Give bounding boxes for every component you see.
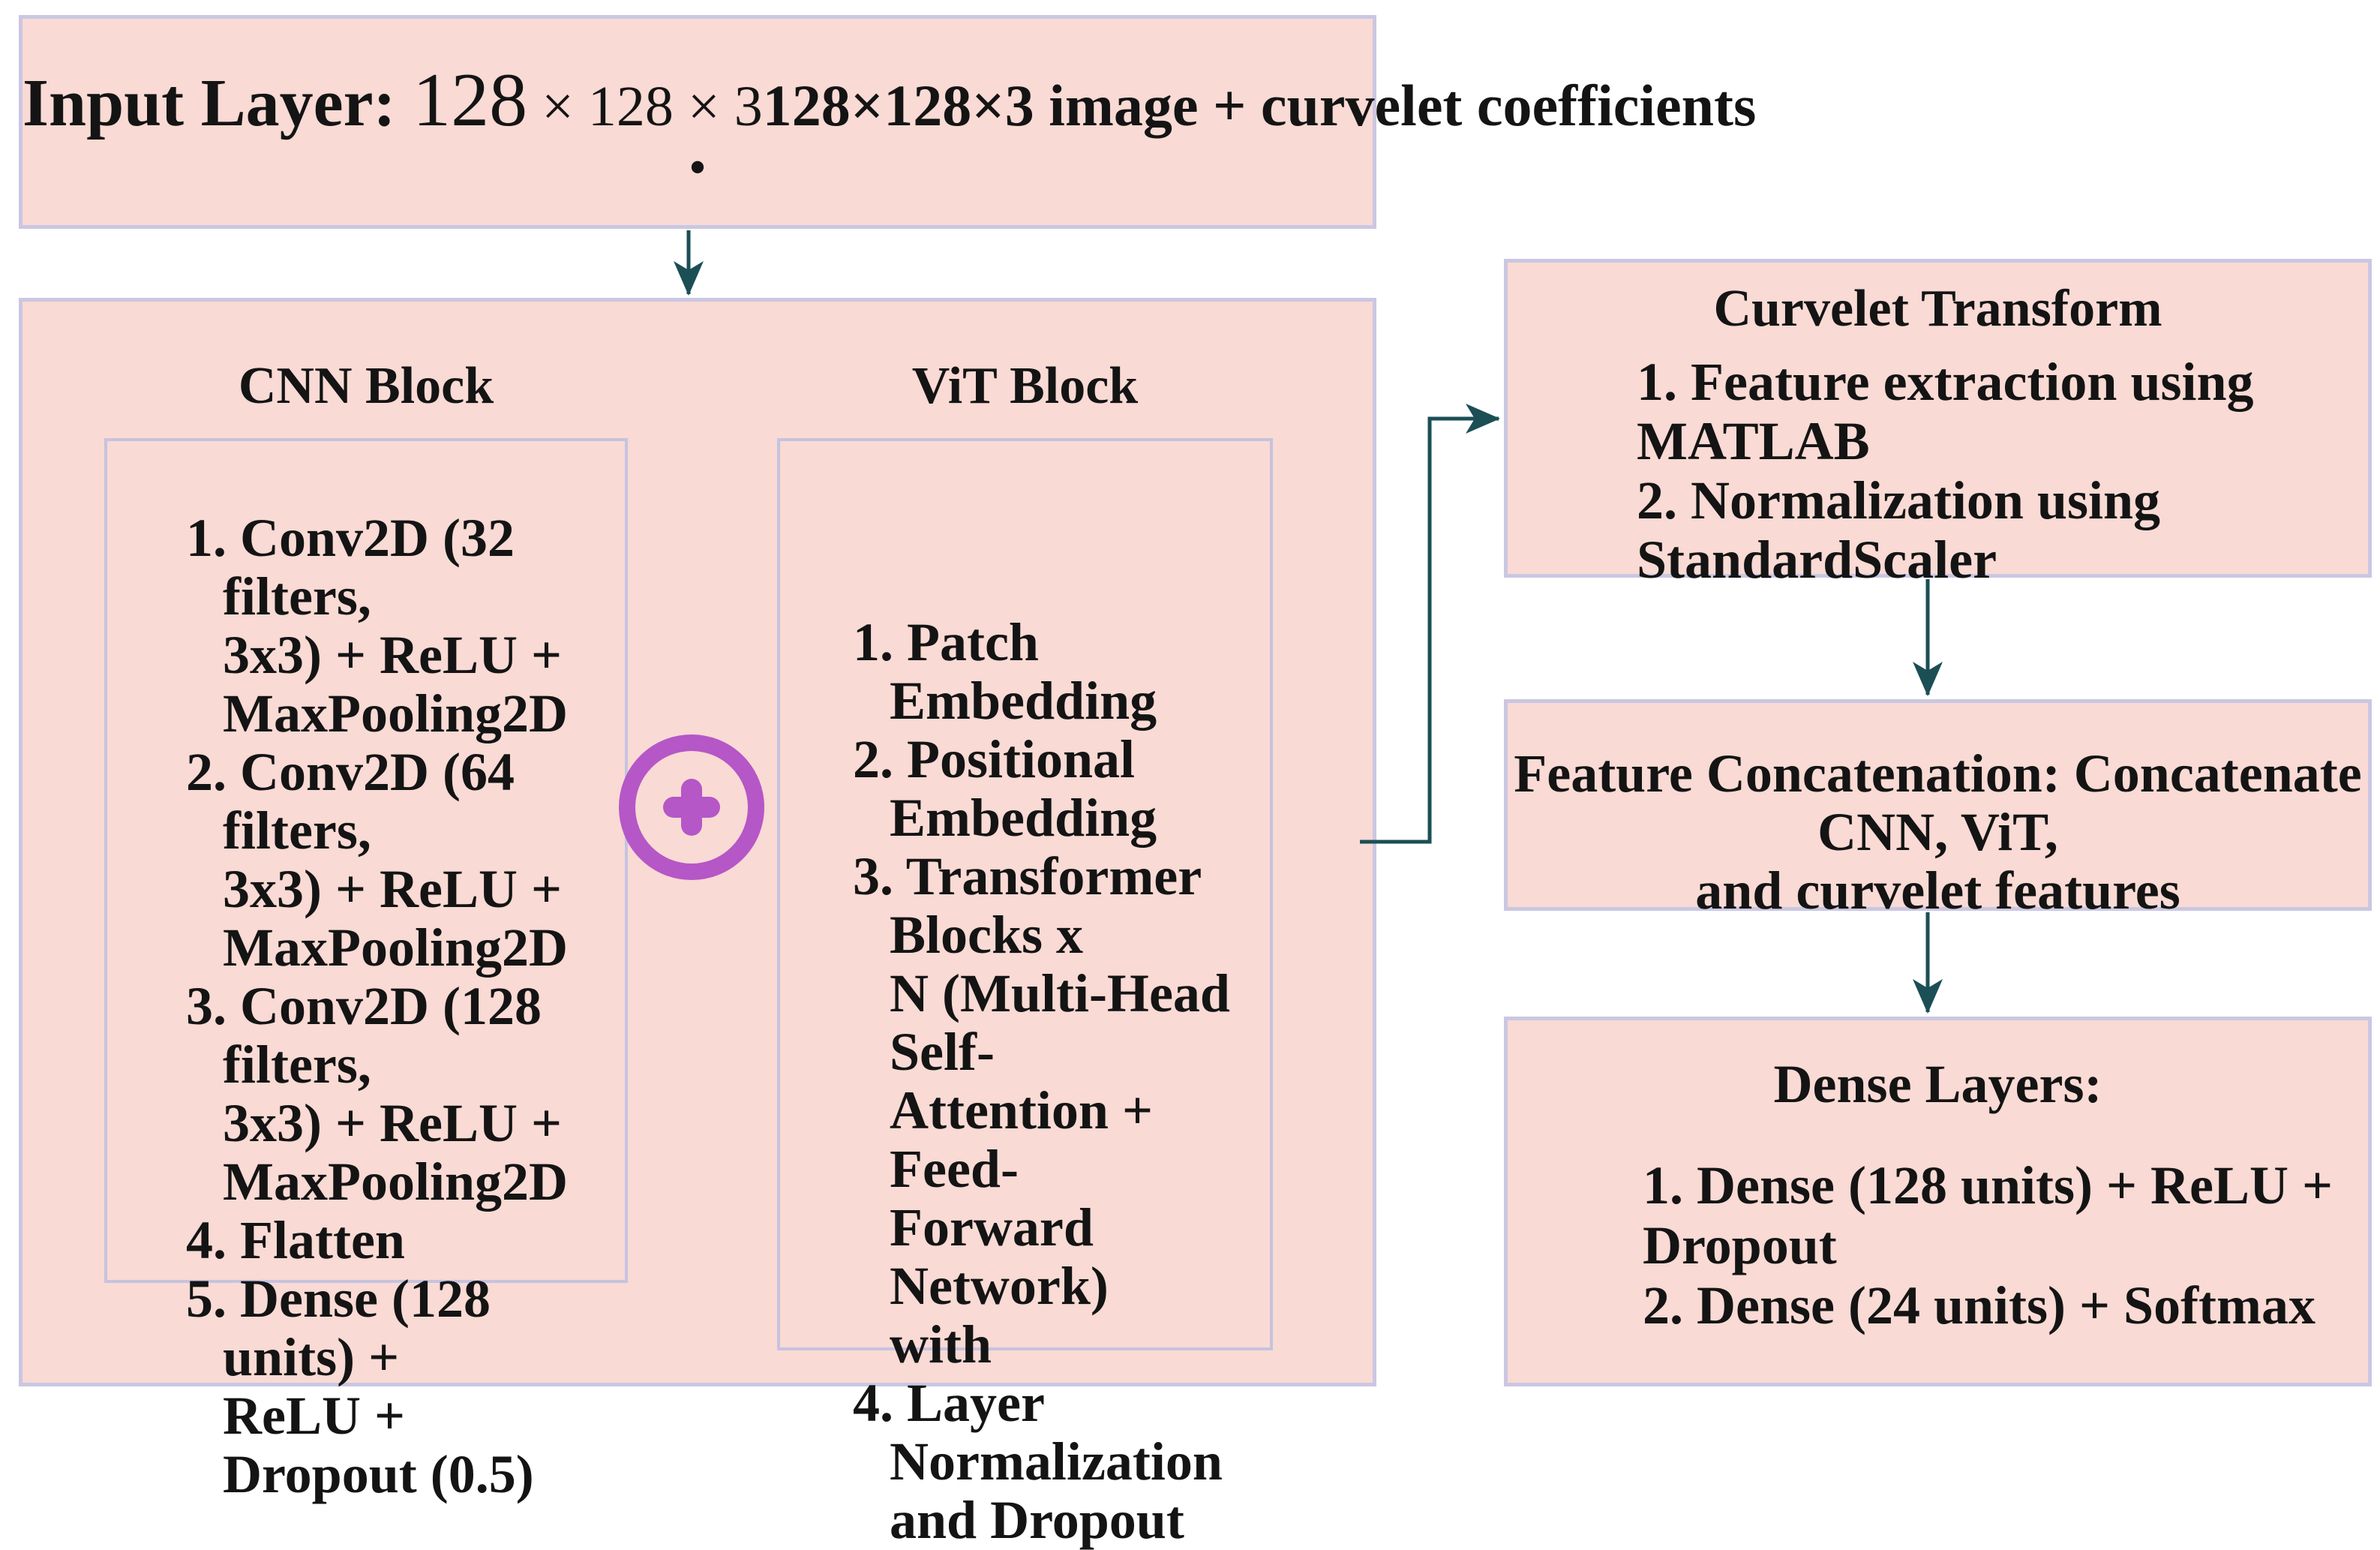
input-layer-box: Input Layer: 128 × 128 × 3128×128×3 imag… (19, 15, 1756, 229)
cnn-layer-list: 1. Conv2D (32 filters, 3x3) + ReLU + Max… (186, 509, 606, 1503)
input-layer-label: Input Layer: (23, 66, 413, 140)
cnn-inner-box (104, 438, 628, 1283)
list-item: 2. Positional Embedding (853, 729, 1157, 848)
curvelet-transform-title: Curvelet Transform (1713, 280, 2162, 338)
input-dim-rest: × 128 × 3 (527, 75, 763, 138)
list-item: 1. Patch Embedding (853, 612, 1157, 731)
list-item: 4. Flatten (186, 1210, 405, 1270)
architecture-diagram: { "colors": { "box_fill": "#f9dad4", "bo… (19, 15, 2372, 1549)
list-item: 5. Dense (128 units) + ReLU + Dropout (0… (186, 1269, 534, 1504)
merge-plus-icon (619, 734, 764, 880)
list-item: 4. Layer Normalization and Dropout (853, 1373, 1223, 1550)
list-item: 3. Conv2D (128 filters, 3x3) + ReLU + Ma… (186, 976, 568, 1212)
vit-inner-box (777, 438, 1273, 1350)
list-item: 2. Normalization using StandardScaler (1637, 470, 2161, 590)
list-item: 2. Dense (24 units) + Softmax (1643, 1275, 2316, 1335)
feature-concatenation-text: Feature Concatenation: Concatenate CNN, … (1514, 743, 2362, 921)
vit-layer-list: 1. Patch Embedding 2. Positional Embeddi… (853, 613, 1273, 1549)
feature-concatenation-box: Feature Concatenation: Concatenate CNN, … (1504, 699, 2372, 920)
vit-block-title: ViT Block (911, 357, 1139, 415)
list-item: 1. Conv2D (32 filters, 3x3) + ReLU + Max… (186, 508, 568, 743)
list-item: 1. Dense (128 units) + ReLU + Dropout (1643, 1155, 2333, 1275)
curvelet-step-list: 1. Feature extraction using MATLAB 2. No… (1637, 353, 2372, 590)
list-item: 1. Feature extraction using MATLAB (1637, 352, 2254, 471)
input-layer-text: Input Layer: 128 × 128 × 3128×128×3 imag… (23, 62, 1756, 140)
input-description: 128×128×3 image + curvelet coefficients (762, 73, 1757, 138)
list-item: 2. Conv2D (64 filters, 3x3) + ReLU + Max… (186, 742, 568, 978)
cnn-block-title: CNN Block (238, 357, 494, 415)
plus-vertical-bar (681, 779, 702, 836)
input-bullet-point: • (689, 143, 706, 192)
dense-layer-list: 1. Dense (128 units) + ReLU + Dropout 2.… (1643, 1155, 2378, 1335)
curvelet-transform-box: Curvelet Transform 1. Feature extraction… (1504, 259, 2372, 590)
arrow-main-to-curvelet (1360, 404, 1500, 844)
list-item: 3. Transformer Blocks x N (Multi-Head Se… (853, 846, 1230, 1374)
dense-layers-box: Dense Layers: 1. Dense (128 units) + ReL… (1504, 1017, 2372, 1386)
input-dim-large: 128 (413, 58, 528, 143)
dense-layers-title: Dense Layers: (1773, 1054, 2102, 1114)
